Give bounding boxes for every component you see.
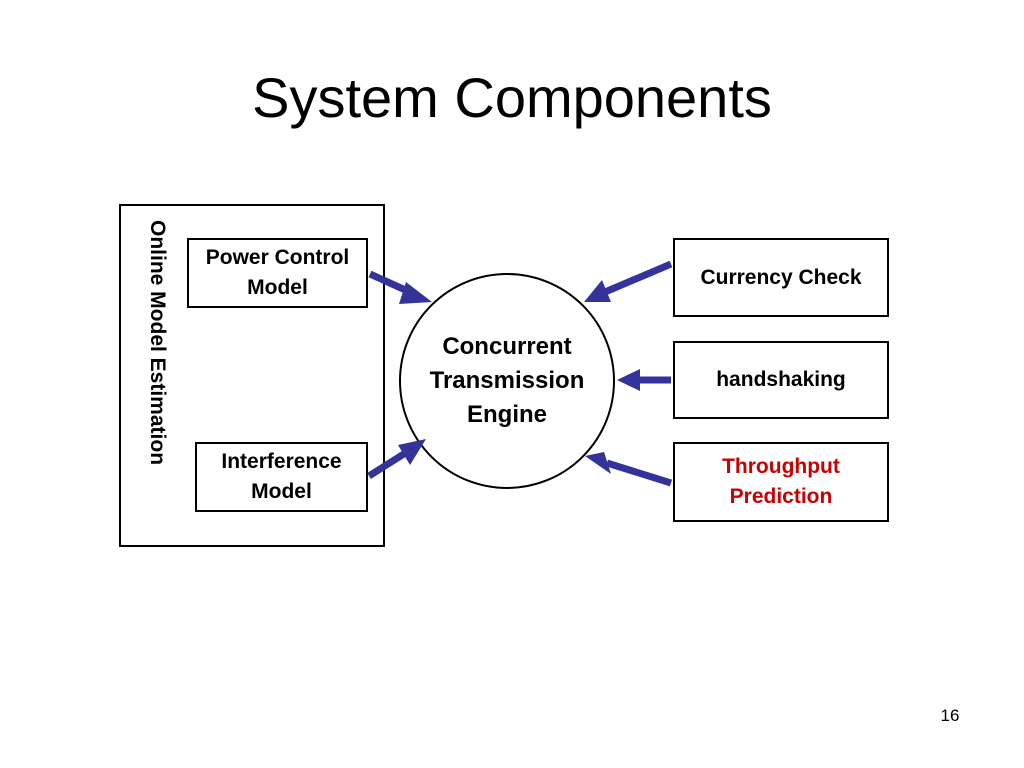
power-control-model-label: Power Control Model bbox=[206, 243, 350, 303]
interference-model-box: Interference Model bbox=[195, 442, 368, 512]
slide-title: System Components bbox=[252, 66, 772, 129]
power-control-line-1: Power Control bbox=[205, 246, 350, 269]
concurrent-transmission-engine-node: Concurrent Transmission Engine bbox=[399, 273, 615, 489]
interference-line-1: Interference bbox=[221, 450, 342, 473]
arrow-handshaking-to-engine bbox=[617, 369, 671, 391]
handshaking-label: handshaking bbox=[716, 368, 846, 391]
handshaking-box: handshaking bbox=[673, 341, 889, 419]
power-control-model-box: Power Control Model bbox=[187, 238, 368, 308]
throughput-prediction-label: Throughput Prediction bbox=[722, 452, 840, 512]
engine-label: Concurrent Transmission Engine bbox=[430, 330, 585, 432]
engine-line-3: Engine bbox=[466, 401, 547, 428]
engine-line-2: Transmission bbox=[429, 367, 585, 394]
throughput-prediction-box: Throughput Prediction bbox=[673, 442, 889, 522]
currency-check-box: Currency Check bbox=[673, 238, 889, 317]
currency-check-label: Currency Check bbox=[700, 265, 862, 289]
interference-line-2: Model bbox=[251, 480, 312, 503]
page-number: 16 bbox=[940, 706, 960, 725]
arrow-currency-to-engine bbox=[584, 260, 673, 302]
power-control-line-2: Model bbox=[247, 276, 308, 299]
throughput-line-2: Prediction bbox=[729, 485, 833, 508]
arrow-throughput-to-engine bbox=[585, 452, 673, 487]
engine-line-1: Concurrent bbox=[442, 333, 572, 360]
throughput-line-1: Throughput bbox=[722, 455, 840, 478]
interference-model-label: Interference Model bbox=[221, 447, 341, 507]
online-model-estimation-label: Online Model Estimation bbox=[146, 220, 169, 466]
